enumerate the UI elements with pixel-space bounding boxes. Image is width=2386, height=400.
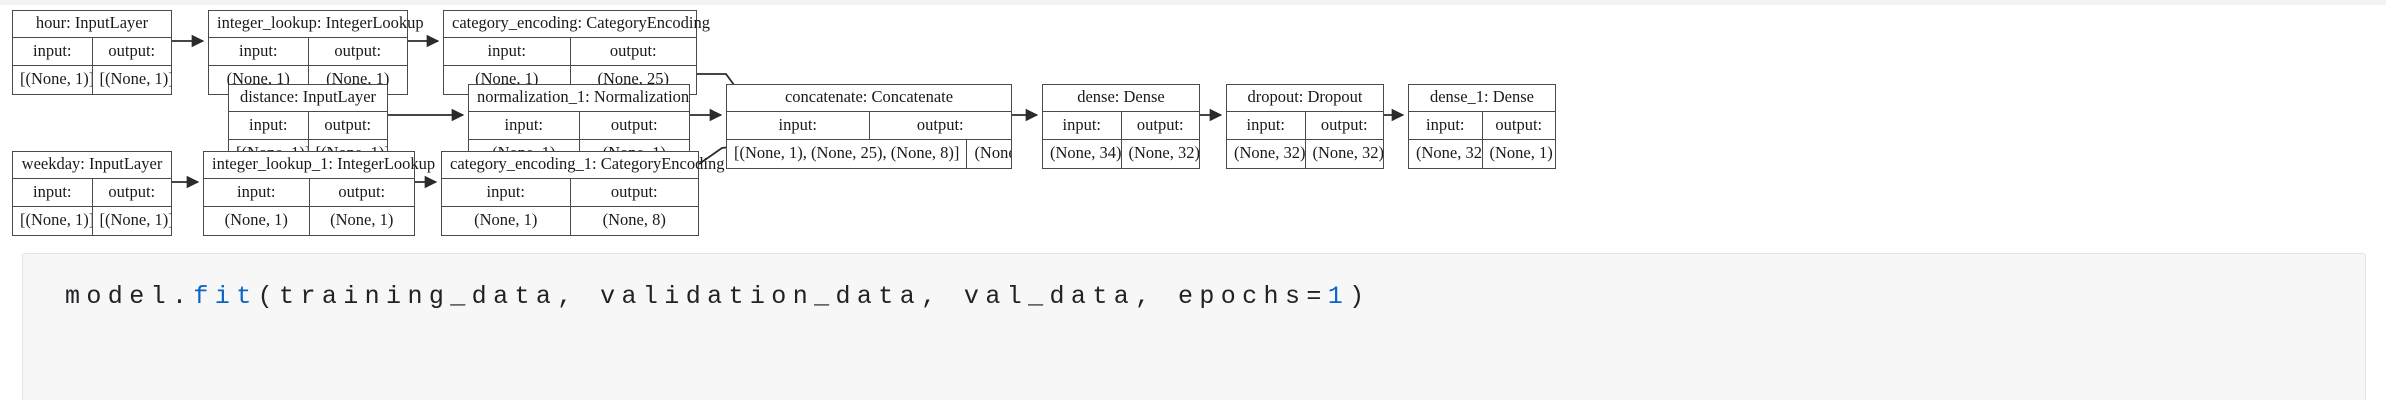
node-label-cell: output:: [91, 178, 172, 206]
node-shape-cell: (None, 1): [475, 69, 539, 88]
node-label-cell: output:: [1120, 111, 1200, 139]
node-label-row: input: output:: [13, 37, 172, 66]
node-shape-row: (None, 1) (None, 8): [442, 207, 698, 235]
node-label-cell: output:: [307, 37, 408, 65]
node-shape-cell: (None, 32): [1416, 143, 1482, 162]
node-title: dense: Dense: [1043, 85, 1199, 112]
node-label-cell: input:: [32, 181, 72, 201]
code-cell[interactable]: model.fit(training_data, validation_data…: [22, 253, 2366, 400]
node-label-cell: output:: [308, 178, 415, 206]
node-title: normalization_1: Normalization: [469, 85, 689, 112]
node-label-cell: input:: [1062, 114, 1101, 134]
node-shape-cell: (None, 1): [474, 210, 538, 229]
node-shape-row: (None, 1) (None, 1): [209, 66, 407, 94]
node-shape-row: (None, 1) (None, 1): [204, 207, 414, 235]
node-label-row: input: output:: [13, 178, 172, 207]
node-shape-cell: (None, 8): [569, 207, 699, 235]
code-token-function: fit: [193, 282, 258, 311]
node-title: integer_lookup_1: IntegerLookup: [204, 152, 435, 179]
node-label-row: input: output:: [204, 178, 415, 207]
node-shape-cell: (None, 32): [1304, 140, 1383, 168]
node-label-cell: output:: [868, 111, 1012, 139]
node-title: weekday: InputLayer: [13, 152, 171, 179]
node-label-cell: output:: [91, 37, 172, 65]
node-label-row: input: output:: [229, 111, 388, 140]
code-token-plain: (training_data, validation_data, val_dat…: [257, 282, 1328, 311]
node-shape-cell: (None, 34): [966, 140, 1011, 168]
node-shape-cell: (None, 25): [569, 66, 697, 94]
node-label-cell: input:: [504, 114, 543, 134]
code-token-number: 1: [1327, 282, 1350, 311]
node-label-row: input: output:: [1227, 111, 1384, 140]
node-shape-cell: (None, 1): [226, 69, 290, 88]
node-label-cell: output:: [578, 111, 690, 139]
node-shape-cell: (None, 34): [1050, 143, 1121, 162]
node-shape-cell: [(None, 1)]: [20, 210, 92, 229]
node-title: integer_lookup: IntegerLookup: [209, 11, 424, 38]
node-label-cell: output:: [1481, 111, 1556, 139]
code-token-plain: model.: [65, 282, 194, 311]
node-shape-row: (None, 32)(None, 32): [1227, 140, 1383, 168]
node-shape-cell: (None, 1): [308, 207, 415, 235]
node-label-cell: input:: [778, 114, 817, 134]
node-title: category_encoding_1: CategoryEncoding: [442, 152, 724, 179]
node-shape-cell: [(None, 1)]: [20, 69, 92, 88]
node-shape-cell: [(None, 1)]: [91, 66, 171, 94]
node-shape-cell: (None, 32): [1234, 143, 1305, 162]
node-title: dropout: Dropout: [1227, 85, 1383, 112]
node-shape-cell: (None, 1): [1481, 140, 1556, 168]
code-line[interactable]: model.fit(training_data, validation_data…: [65, 282, 1371, 311]
node-title: concatenate: Concatenate: [727, 85, 1011, 112]
node-label-row: input: output:: [442, 178, 699, 207]
code-token-plain: ): [1349, 282, 1371, 311]
node-shape-cell: (None, 1): [307, 66, 408, 94]
node-label-cell: input:: [248, 114, 288, 134]
node-label-row: input: output:: [727, 111, 1012, 140]
node-label-cell: input:: [236, 181, 276, 201]
node-shape-row: [(None, 1)][(None, 1)]: [13, 207, 171, 235]
node-label-cell: input:: [486, 181, 525, 201]
node-shape-cell: [(None, 1)]: [91, 207, 171, 235]
node-label-cell: input:: [1425, 114, 1465, 134]
node-shape-cell: (None, 32): [1120, 140, 1199, 168]
node-title: category_encoding: CategoryEncoding: [444, 11, 710, 38]
node-label-cell: input:: [238, 40, 278, 60]
node-shape-row: (None, 1) (None, 25): [444, 66, 696, 94]
node-shape-row: [(None, 1), (None, 25), (None, 8)] (None,…: [727, 140, 1011, 168]
node-label-cell: input:: [1246, 114, 1285, 134]
node-label-row: input: output:: [209, 37, 408, 66]
node-label-row: input: output:: [469, 111, 690, 140]
node-label-row: input: output:: [1043, 111, 1200, 140]
node-shape-row: [(None, 1)][(None, 1)]: [13, 66, 171, 94]
node-shape-row: (None, 32)(None, 1): [1409, 140, 1555, 168]
node-title: dense_1: Dense: [1409, 85, 1555, 112]
node-label-cell: output:: [1304, 111, 1384, 139]
node-label-row: input: output:: [444, 37, 697, 66]
node-label-cell: output:: [569, 37, 697, 65]
node-title: distance: InputLayer: [229, 85, 387, 112]
node-label-cell: output:: [569, 178, 699, 206]
node-shape-cell: [(None, 1), (None, 25), (None, 8)]: [734, 143, 960, 162]
node-title: hour: InputLayer: [13, 11, 171, 38]
node-shape-cell: (None, 1): [224, 210, 288, 229]
top-divider: [0, 0, 2386, 5]
node-label-cell: input:: [32, 40, 72, 60]
node-label-cell: input:: [487, 40, 526, 60]
node-label-cell: output:: [307, 111, 388, 139]
node-shape-row: (None, 34)(None, 32): [1043, 140, 1199, 168]
node-label-row: input: output:: [1409, 111, 1556, 140]
